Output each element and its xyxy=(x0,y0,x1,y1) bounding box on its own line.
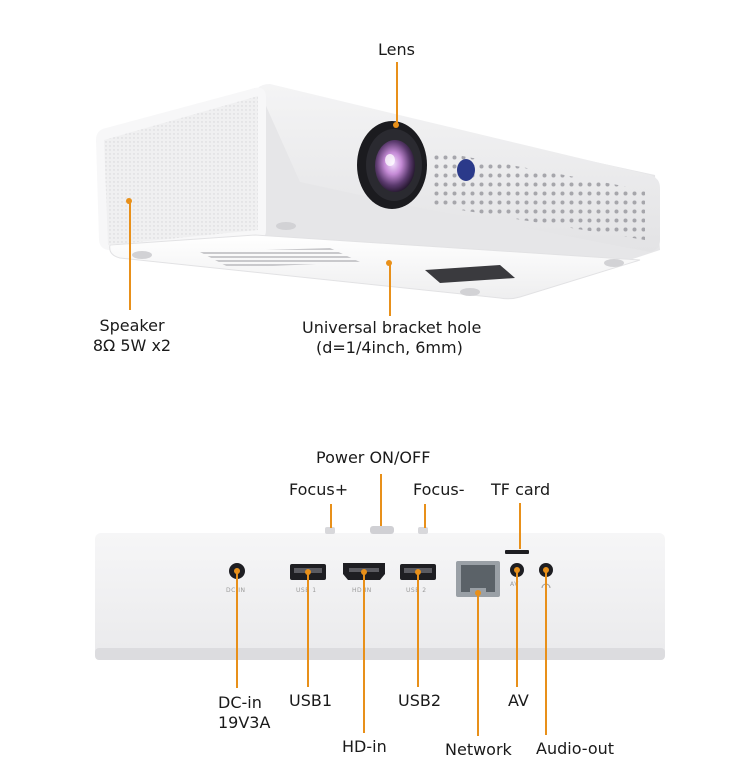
audio-out-leader-dot xyxy=(543,567,549,573)
usb1-leader-line xyxy=(307,573,309,687)
label-speaker: Speaker 8Ω 5W x2 xyxy=(82,316,182,356)
tf-card-leader-line xyxy=(519,503,521,549)
av-leader-line xyxy=(516,571,518,687)
label-focus-plus: Focus+ xyxy=(289,480,349,499)
lens-leader-line xyxy=(396,62,398,126)
label-audio-out: Audio-out xyxy=(536,739,615,758)
label-av: AV xyxy=(508,691,529,710)
audio-out-leader-line xyxy=(545,571,547,735)
label-bracket-hole-name: Universal bracket hole xyxy=(302,318,482,337)
dc-in-leader-dot xyxy=(234,568,240,574)
av-leader-dot xyxy=(514,567,520,573)
lens-assembly xyxy=(357,121,427,209)
label-bracket-hole-spec: (d=1/4inch, 6mm) xyxy=(316,338,463,357)
print-hd-in: HD IN xyxy=(352,587,372,594)
hd-in-leader-line xyxy=(363,573,365,733)
focus-minus-leader-line xyxy=(424,504,426,528)
rubber-foot xyxy=(460,288,480,296)
print-usb1: USB 1 xyxy=(296,587,317,594)
label-tf-card: TF card xyxy=(491,480,551,499)
label-network: Network xyxy=(445,740,512,759)
label-dc-in-spec: 19V3A xyxy=(218,713,271,732)
label-hd-in: HD-in xyxy=(342,737,387,756)
network-leader-dot xyxy=(475,590,481,596)
print-usb2: USB 2 xyxy=(406,587,427,594)
rubber-foot xyxy=(276,222,296,230)
label-usb1: USB1 xyxy=(289,691,333,710)
bracket-leader-line xyxy=(389,264,391,316)
usb2-leader-line xyxy=(417,573,419,687)
print-av: AV xyxy=(510,581,519,588)
rating-label-plate xyxy=(425,265,515,283)
label-usb2: USB2 xyxy=(398,691,442,710)
bracket-leader-dot xyxy=(386,260,392,266)
label-lens: Lens xyxy=(378,40,415,59)
speaker-mesh xyxy=(104,96,258,245)
dc-in-leader-line xyxy=(236,572,238,688)
ir-sensor xyxy=(457,159,475,181)
network-leader-line xyxy=(477,594,479,736)
usb2-leader-dot xyxy=(415,569,421,575)
rubber-foot xyxy=(604,259,624,267)
label-bracket-hole: Universal bracket hole (d=1/4inch, 6mm) xyxy=(302,318,481,358)
power-leader-line xyxy=(380,474,382,526)
label-speaker-spec: 8Ω 5W x2 xyxy=(92,336,172,355)
lens-leader-dot xyxy=(393,122,399,128)
label-dc-in-name: DC-in xyxy=(218,693,262,712)
front-vent-grille xyxy=(430,150,645,240)
label-focus-minus: Focus- xyxy=(413,480,465,499)
speaker-leader-line xyxy=(129,202,131,310)
bottom-vent xyxy=(200,248,360,268)
focus-plus-leader-line xyxy=(330,504,332,528)
label-dc-in: DC-in 19V3A xyxy=(218,693,270,733)
rubber-foot xyxy=(132,251,152,259)
label-speaker-name: Speaker xyxy=(99,316,165,335)
print-dc-in: DC IN xyxy=(226,587,246,594)
usb1-leader-dot xyxy=(305,569,311,575)
speaker-leader-dot xyxy=(126,198,132,204)
label-power: Power ON/OFF xyxy=(316,448,431,467)
hd-in-leader-dot xyxy=(361,569,367,575)
